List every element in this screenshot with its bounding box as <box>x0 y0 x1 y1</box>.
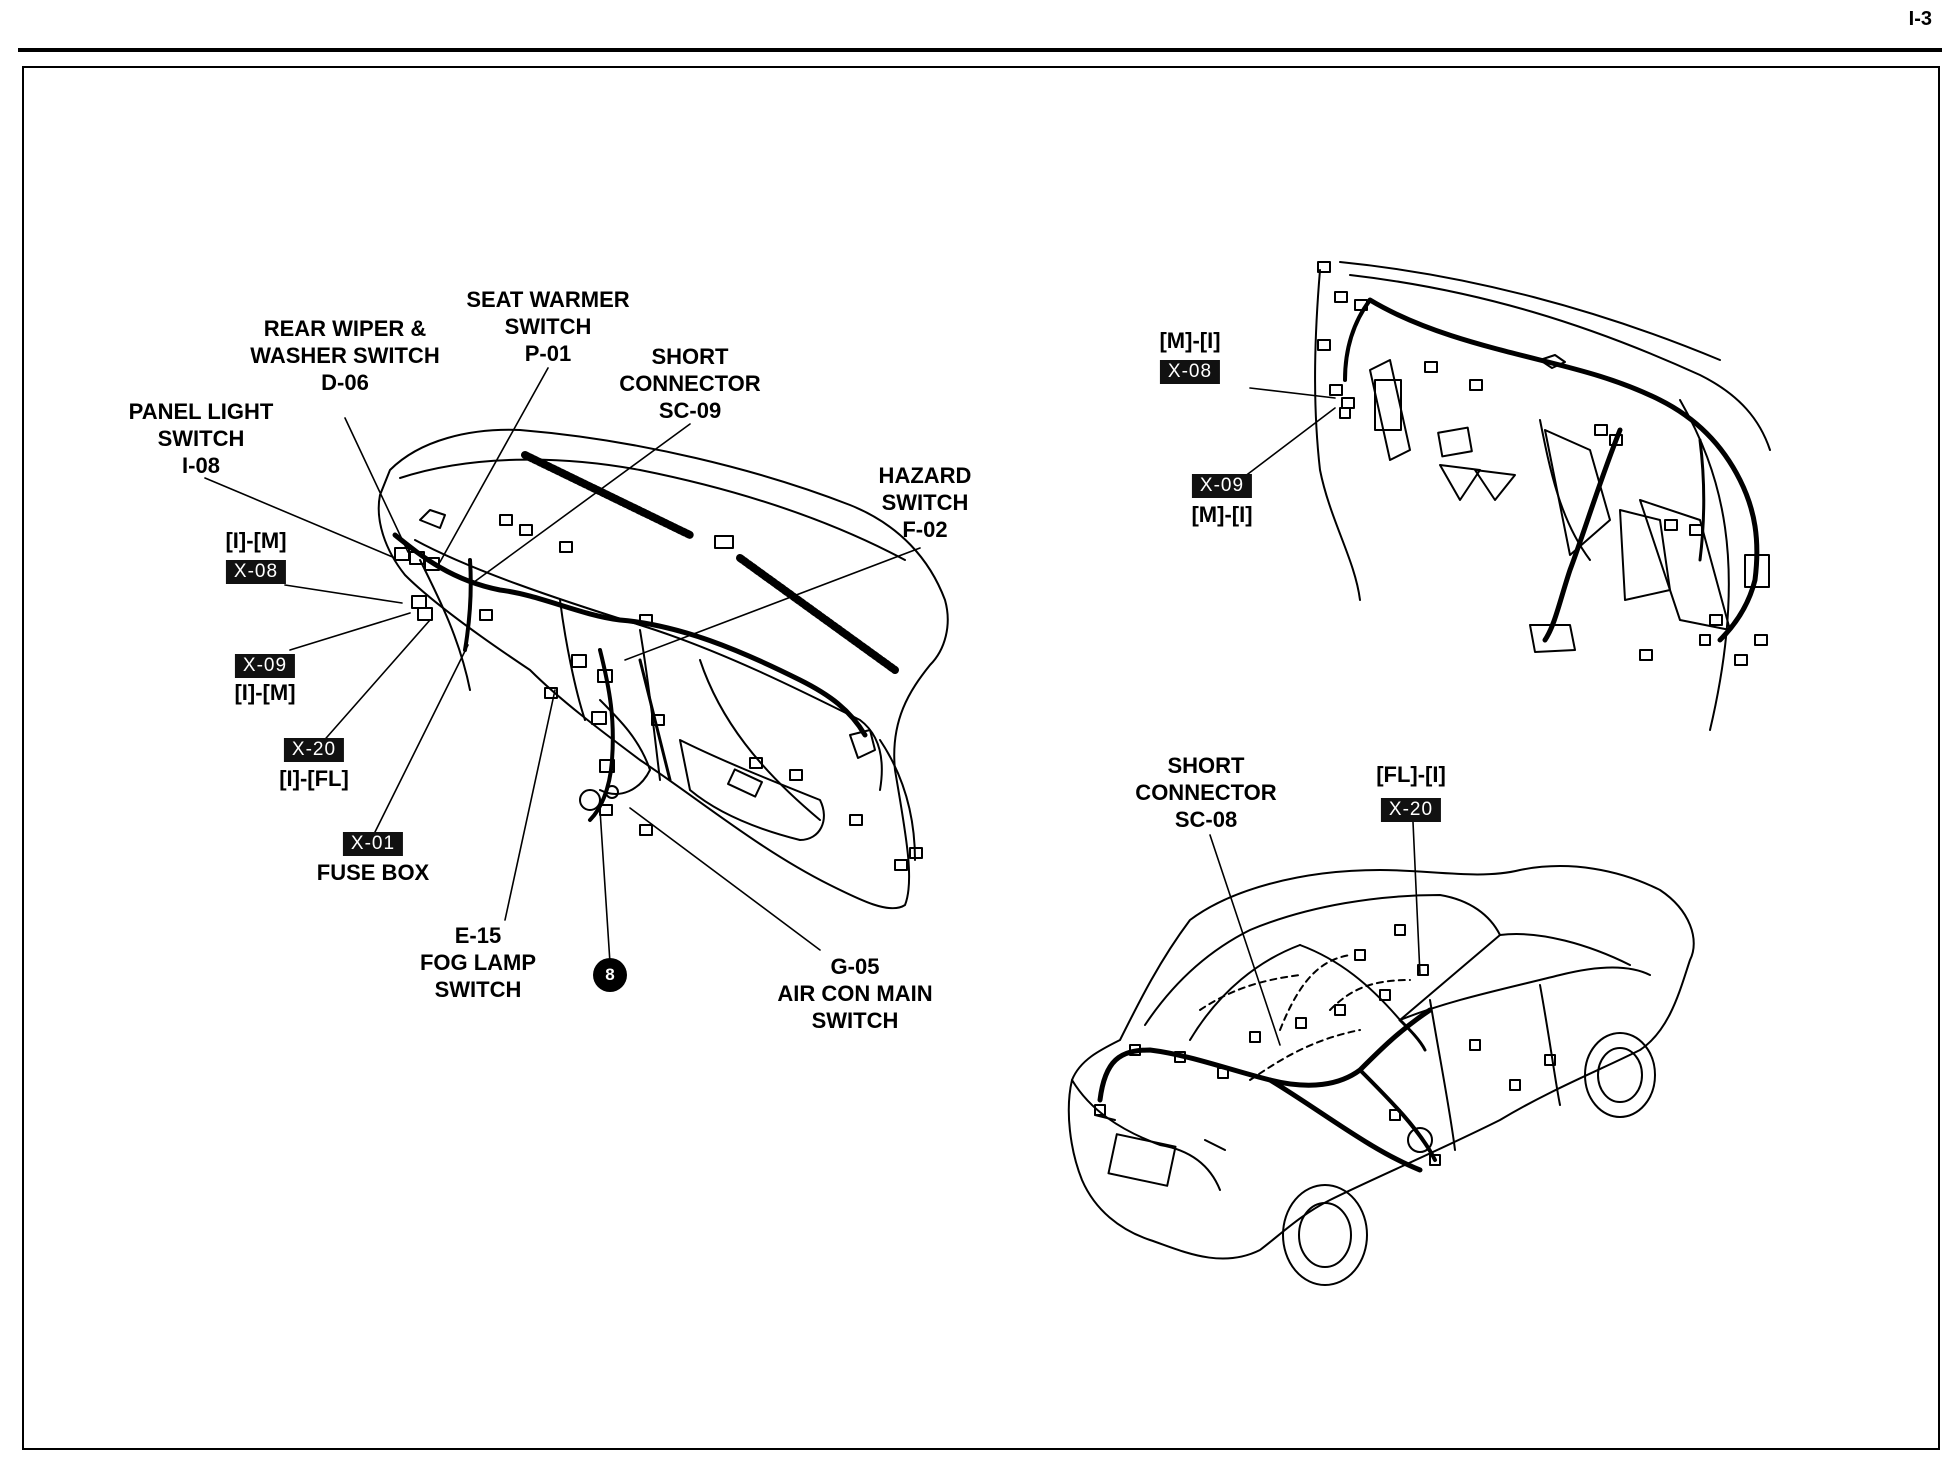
seat-warmer-switch-label: SEAT WARMER SWITCH P-01 <box>466 287 630 366</box>
dash-x08-code: [I]-[M] <box>225 528 287 553</box>
fuse-box-x01-tag: X-01 <box>342 832 404 856</box>
short-connector-sc08-label: SHORT CONNECTOR SC-08 <box>1135 753 1277 832</box>
rear-wiper-switch-label: REAR WIPER & WASHER SWITCH D-06 <box>250 316 440 395</box>
ground-point-8-icon: 8 <box>593 958 627 992</box>
vehicle-x20-tag: X-20 <box>1380 798 1442 822</box>
air-con-main-switch-label: G-05 AIR CON MAIN SWITCH <box>777 954 933 1033</box>
interior-x08-code: [M]-[I] <box>1159 328 1221 353</box>
header-rule <box>18 48 1942 52</box>
fuse-box-label: FUSE BOX <box>316 860 430 885</box>
dash-x20-tag: X-20 <box>283 738 345 762</box>
dash-x20-code: [I]-[FL] <box>279 766 349 791</box>
interior-leaders <box>1239 387 1336 481</box>
interior-x08-tag: X-08 <box>1159 360 1221 384</box>
diagram-frame <box>22 66 1940 1450</box>
vehicle-x20-code: [FL]-[I] <box>1376 762 1446 787</box>
page-number: I-3 <box>1908 8 1932 30</box>
dashboard-leaders <box>204 367 921 964</box>
interior-x09-code: [M]-[I] <box>1191 502 1253 527</box>
vehicle-illustration <box>1067 865 1695 1286</box>
short-connector-sc09-label: SHORT CONNECTOR SC-09 <box>619 344 761 423</box>
vehicle-leaders <box>1209 821 1421 1046</box>
interior-x09-tag: X-09 <box>1191 474 1253 498</box>
dash-x08-tag: X-08 <box>225 560 287 584</box>
dash-x09-tag: X-09 <box>234 654 296 678</box>
dashboard-illustration <box>377 428 949 910</box>
interior-illustration <box>1314 261 1771 731</box>
panel-light-switch-label: PANEL LIGHT SWITCH I-08 <box>128 399 274 478</box>
fog-lamp-switch-label: E-15 FOG LAMP SWITCH <box>419 923 537 1002</box>
hazard-switch-label: HAZARD SWITCH F-02 <box>878 463 972 542</box>
dash-x09-code: [I]-[M] <box>234 680 296 705</box>
